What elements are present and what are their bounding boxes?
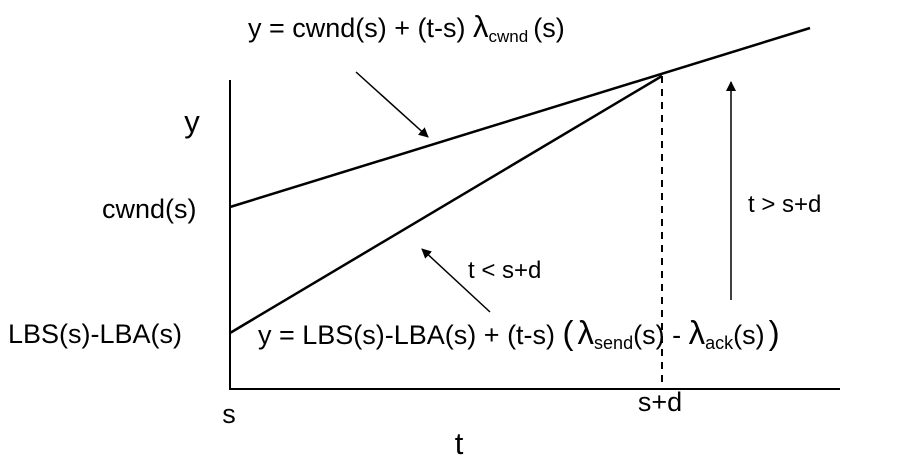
bottom-eq-sub-ack: ack [705, 333, 734, 353]
cwnd-line [229, 26, 811, 209]
y-tick-cwnd: cwnd(s) [102, 194, 197, 224]
before-delay-arrow [421, 248, 491, 313]
y-tick-outstanding: LBS(s)-LBA(s) [8, 319, 182, 349]
outstanding-line [229, 74, 663, 335]
top-eq-lambda: λ [473, 9, 489, 44]
y-axis-label: y [184, 104, 200, 139]
top-equation-arrow [355, 71, 429, 138]
top-eq-tail: (s) [533, 13, 564, 43]
bottom-equation: y = LBS(s)-LBA(s) + (t-s) (λsend(s) - λa… [258, 314, 780, 353]
bottom-eq-sub-send: send [594, 333, 633, 353]
top-equation: y = cwnd(s) + (t-s) λcwnd(s) [248, 9, 565, 46]
bottom-eq-lambda-ack: λ [689, 314, 706, 351]
top-eq-sub: cwnd [489, 27, 529, 46]
bottom-eq-lambda-send: λ [578, 314, 595, 351]
bottom-eq-lhs: y = LBS(s)-LBA(s) + (t-s) [258, 320, 563, 350]
x-tick-end: s+d [638, 387, 682, 417]
x-tick-start: s [222, 399, 236, 429]
bottom-eq-close-paren: ) [769, 314, 780, 351]
x-axis-label: t [455, 426, 464, 460]
bottom-eq-open-paren: ( [563, 314, 574, 351]
after-delay-label: t > s+d [748, 191, 821, 218]
before-delay-label: t < s+d [468, 257, 541, 284]
bottom-eq-mid: (s) - [633, 320, 688, 350]
bottom-eq-tail: (s) [733, 320, 764, 350]
top-eq-lhs: y = cwnd(s) + (t-s) [248, 13, 473, 43]
